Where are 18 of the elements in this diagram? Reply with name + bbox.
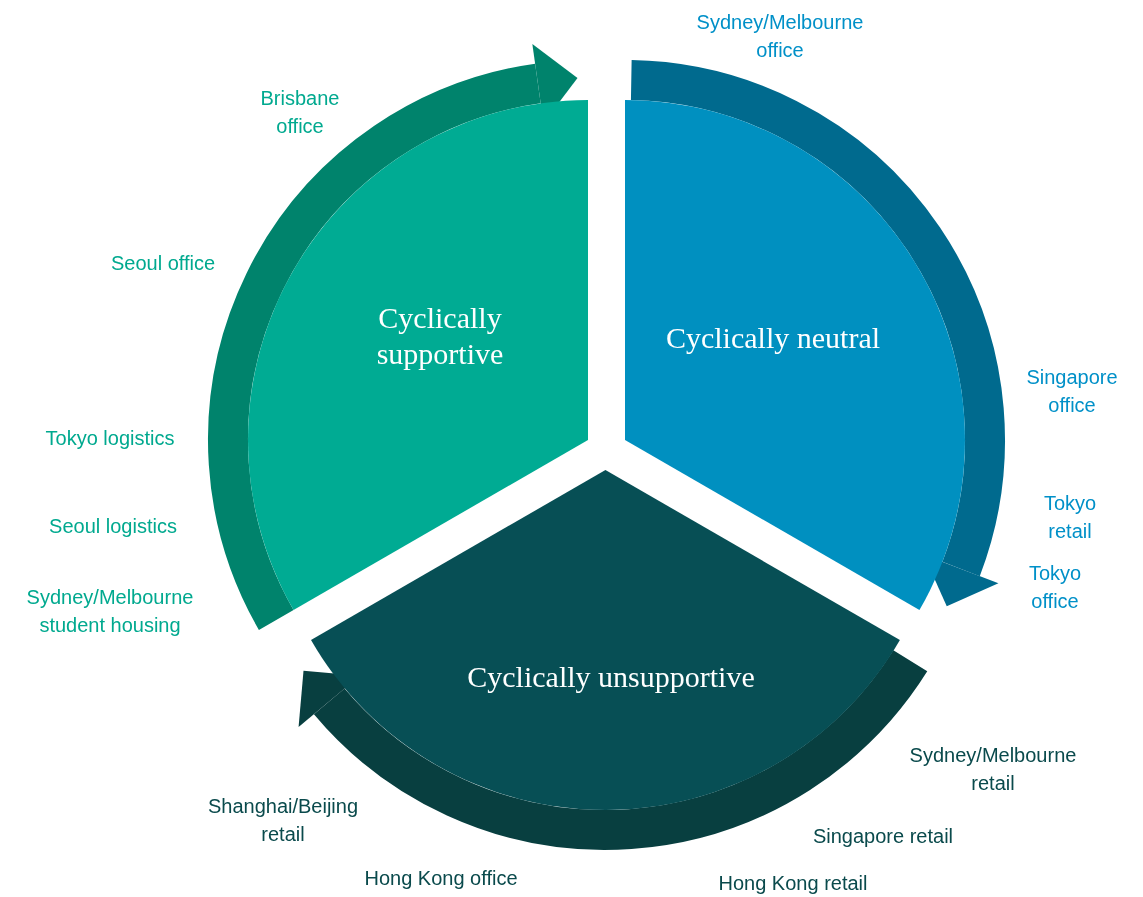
market-label: Shanghai/Beijing retail — [206, 794, 360, 847]
market-label: Sydney/Melbourne student housing — [25, 585, 195, 638]
market-label: Tokyo logistics — [44, 426, 176, 451]
market-label: Tokyo office — [1027, 561, 1083, 614]
sector-title: Cyclically supportive — [375, 300, 505, 372]
market-label: Seoul logistics — [48, 514, 178, 539]
market-label: Brisbane office — [259, 86, 341, 139]
market-label: Hong Kong office — [363, 866, 519, 891]
sector-title: Cyclically neutral — [664, 320, 882, 356]
market-label: Sydney/Melbourne retail — [908, 743, 1078, 796]
market-label: Seoul office — [109, 251, 217, 276]
market-label: Singapore retail — [811, 824, 955, 849]
market-label: Sydney/Melbourne office — [695, 10, 865, 63]
market-label: Hong Kong retail — [717, 871, 869, 896]
sector-shape — [625, 100, 965, 610]
market-label: Singapore office — [1025, 365, 1119, 418]
sector-title: Cyclically unsupportive — [466, 659, 756, 695]
market-label: Tokyo retail — [1042, 491, 1098, 544]
